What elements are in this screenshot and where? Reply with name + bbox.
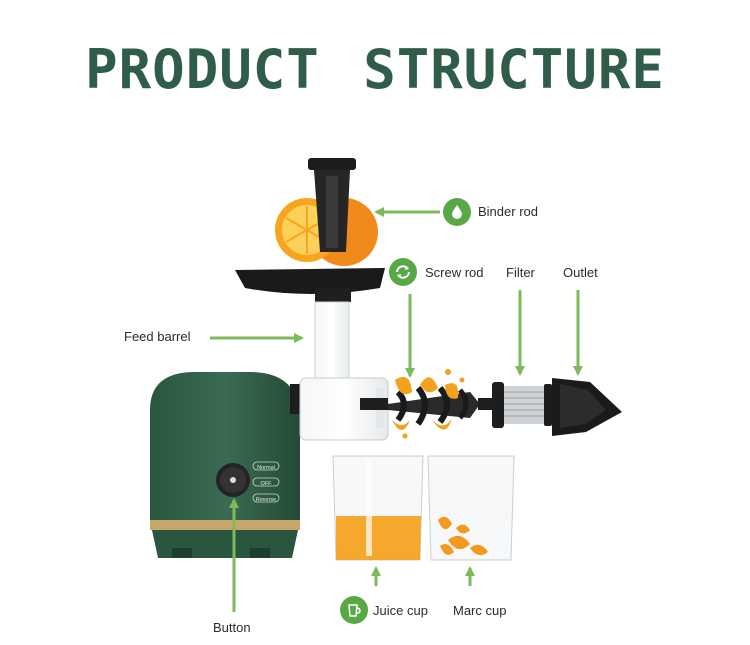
label-outlet: Outlet bbox=[563, 265, 598, 280]
control-knob bbox=[216, 463, 250, 497]
label-button: Button bbox=[213, 620, 251, 635]
panel-label: OFF bbox=[261, 481, 273, 487]
juice-splash bbox=[392, 369, 465, 439]
droplet-icon bbox=[443, 198, 471, 226]
rotate-icon bbox=[389, 258, 417, 286]
panel-label: Reverse bbox=[256, 497, 276, 503]
page-title: PRODUCT STRUCTURE bbox=[85, 38, 665, 101]
juice-cup bbox=[332, 455, 424, 561]
label-juice-cup: Juice cup bbox=[373, 603, 428, 618]
cup-icon bbox=[340, 596, 368, 624]
label-filter: Filter bbox=[506, 265, 535, 280]
feed-barrel bbox=[314, 301, 350, 393]
marc-cup bbox=[427, 455, 515, 561]
hopper-tray bbox=[235, 268, 385, 294]
pointer-arrows bbox=[210, 207, 583, 612]
panel-label: Normal bbox=[257, 465, 275, 471]
label-binder-rod: Binder rod bbox=[478, 204, 538, 219]
screw-rod bbox=[360, 386, 492, 426]
label-screw-rod: Screw rod bbox=[425, 265, 484, 280]
label-feed-barrel: Feed barrel bbox=[124, 329, 191, 344]
filter-basket bbox=[492, 382, 552, 428]
control-panel-labels: Normal OFF Reverse bbox=[252, 461, 280, 503]
binder-rod bbox=[308, 158, 356, 252]
motor-body bbox=[150, 372, 300, 558]
label-marc-cup: Marc cup bbox=[453, 603, 507, 618]
